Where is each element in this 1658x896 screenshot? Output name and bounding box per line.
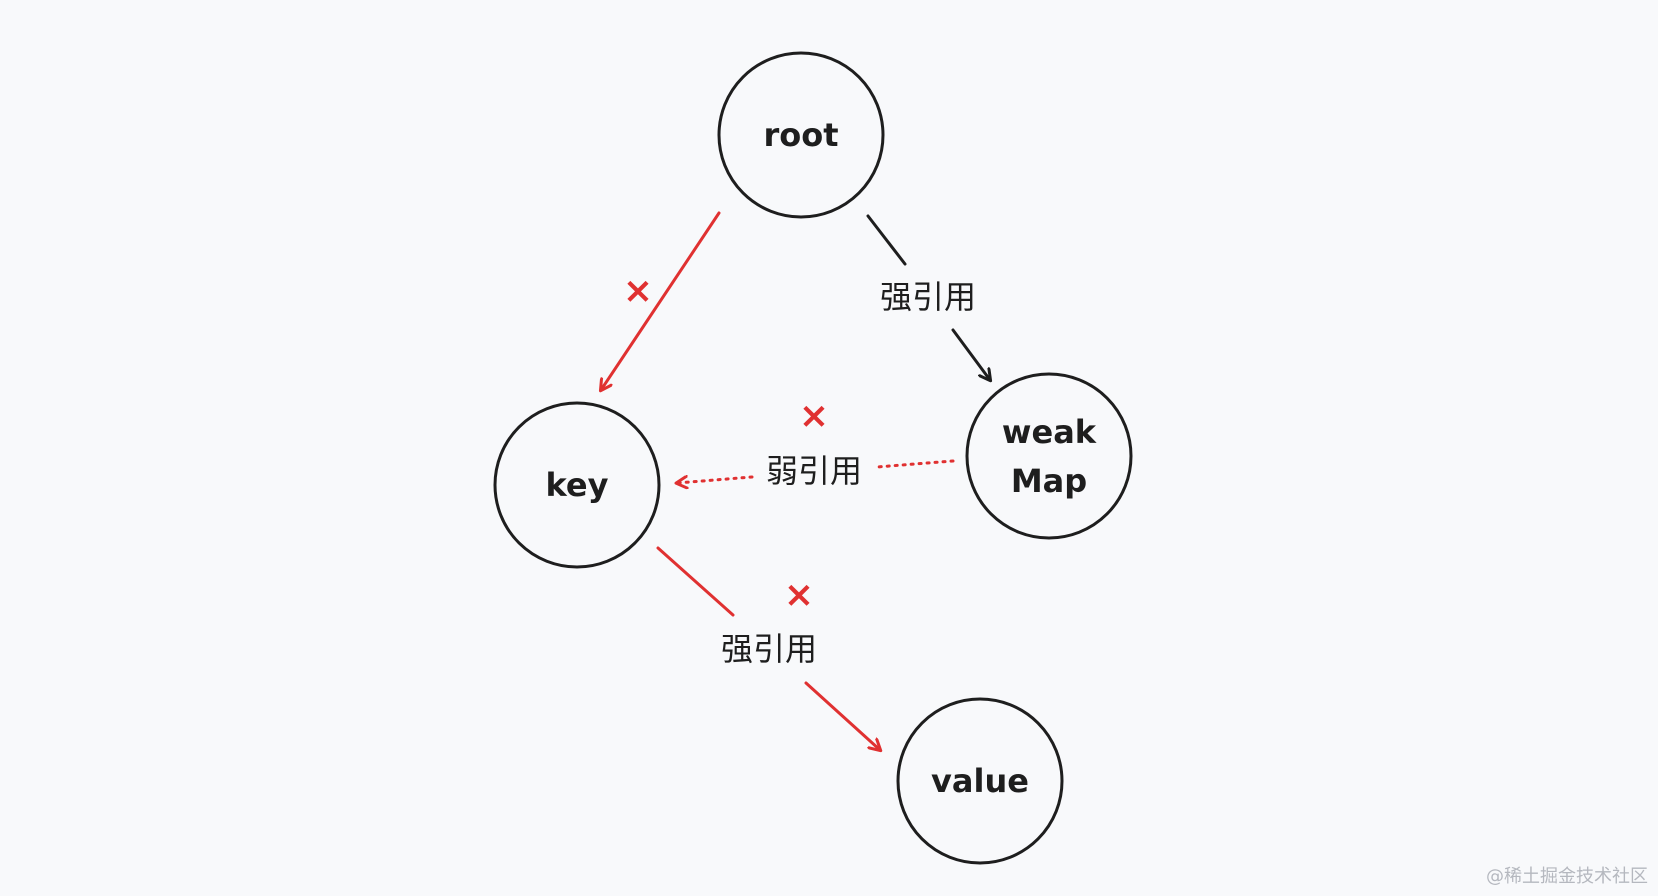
node-root-label: root — [763, 116, 838, 154]
edge-root-to-key: × — [601, 211, 721, 390]
edge-root-to-weakmap-line-lower — [951, 328, 990, 380]
node-key-circle — [493, 401, 661, 569]
node-key-label: key — [546, 466, 609, 504]
node-value: value — [896, 697, 1064, 865]
edge-root-to-key-line — [601, 211, 721, 390]
label-root-to-weakmap: 强引用 — [880, 278, 976, 316]
edge-key-to-value-line-upper — [656, 546, 735, 617]
node-value-label: value — [931, 762, 1029, 800]
cross-root-to-key: × — [623, 271, 653, 312]
watermark: @稀土掘金技术社区 — [1486, 866, 1648, 887]
edge-root-to-weakmap-line-upper — [866, 214, 907, 266]
label-weakmap-to-key: 弱引用 — [766, 452, 862, 490]
node-root-circle — [717, 51, 885, 219]
node-root: root — [717, 51, 885, 219]
edge-weakmap-to-key-line-left — [677, 477, 754, 483]
edge-weakmap-to-key-line-right — [875, 459, 955, 469]
edge-root-to-weakmap: 强引用 — [866, 214, 990, 380]
node-key: key — [493, 401, 661, 569]
cross-key-to-value: × — [784, 575, 814, 616]
node-weakmap-label-line2: Map — [1011, 462, 1087, 500]
node-weakmap-label-line1: weak — [1002, 413, 1097, 451]
node-weakmap: weak Map — [965, 372, 1133, 540]
edge-weakmap-to-key: 弱引用 × — [677, 396, 955, 490]
cross-weakmap-to-key: × — [799, 396, 829, 437]
node-weakmap-circle — [965, 372, 1133, 540]
node-value-circle — [896, 697, 1064, 865]
label-key-to-value: 强引用 — [721, 630, 817, 668]
edge-key-to-value-line-lower — [804, 681, 880, 750]
edge-key-to-value: 强引用 × — [656, 546, 880, 750]
